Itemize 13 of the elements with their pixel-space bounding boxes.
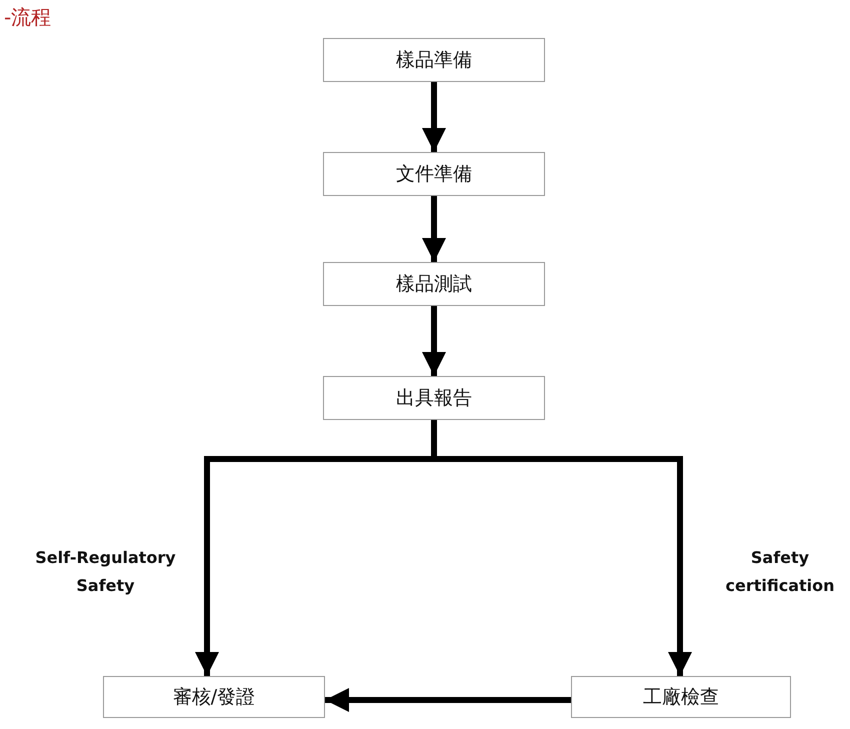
process-box: 出具報告 bbox=[323, 376, 545, 420]
edge-label: Self-Regulatory Safety bbox=[34, 547, 177, 597]
arrow bbox=[422, 306, 446, 376]
title: -流程 bbox=[4, 4, 52, 31]
edge-label: Safety certification bbox=[724, 547, 836, 597]
arrow bbox=[422, 82, 446, 152]
process-box: 樣品準備 bbox=[323, 38, 545, 82]
process-box: 審核/發證 bbox=[103, 676, 325, 718]
process-box: 樣品測試 bbox=[323, 262, 545, 306]
arrow bbox=[422, 196, 446, 262]
arrow bbox=[325, 688, 571, 712]
process-box: 工廠檢查 bbox=[571, 676, 791, 718]
process-box: 文件準備 bbox=[323, 152, 545, 196]
